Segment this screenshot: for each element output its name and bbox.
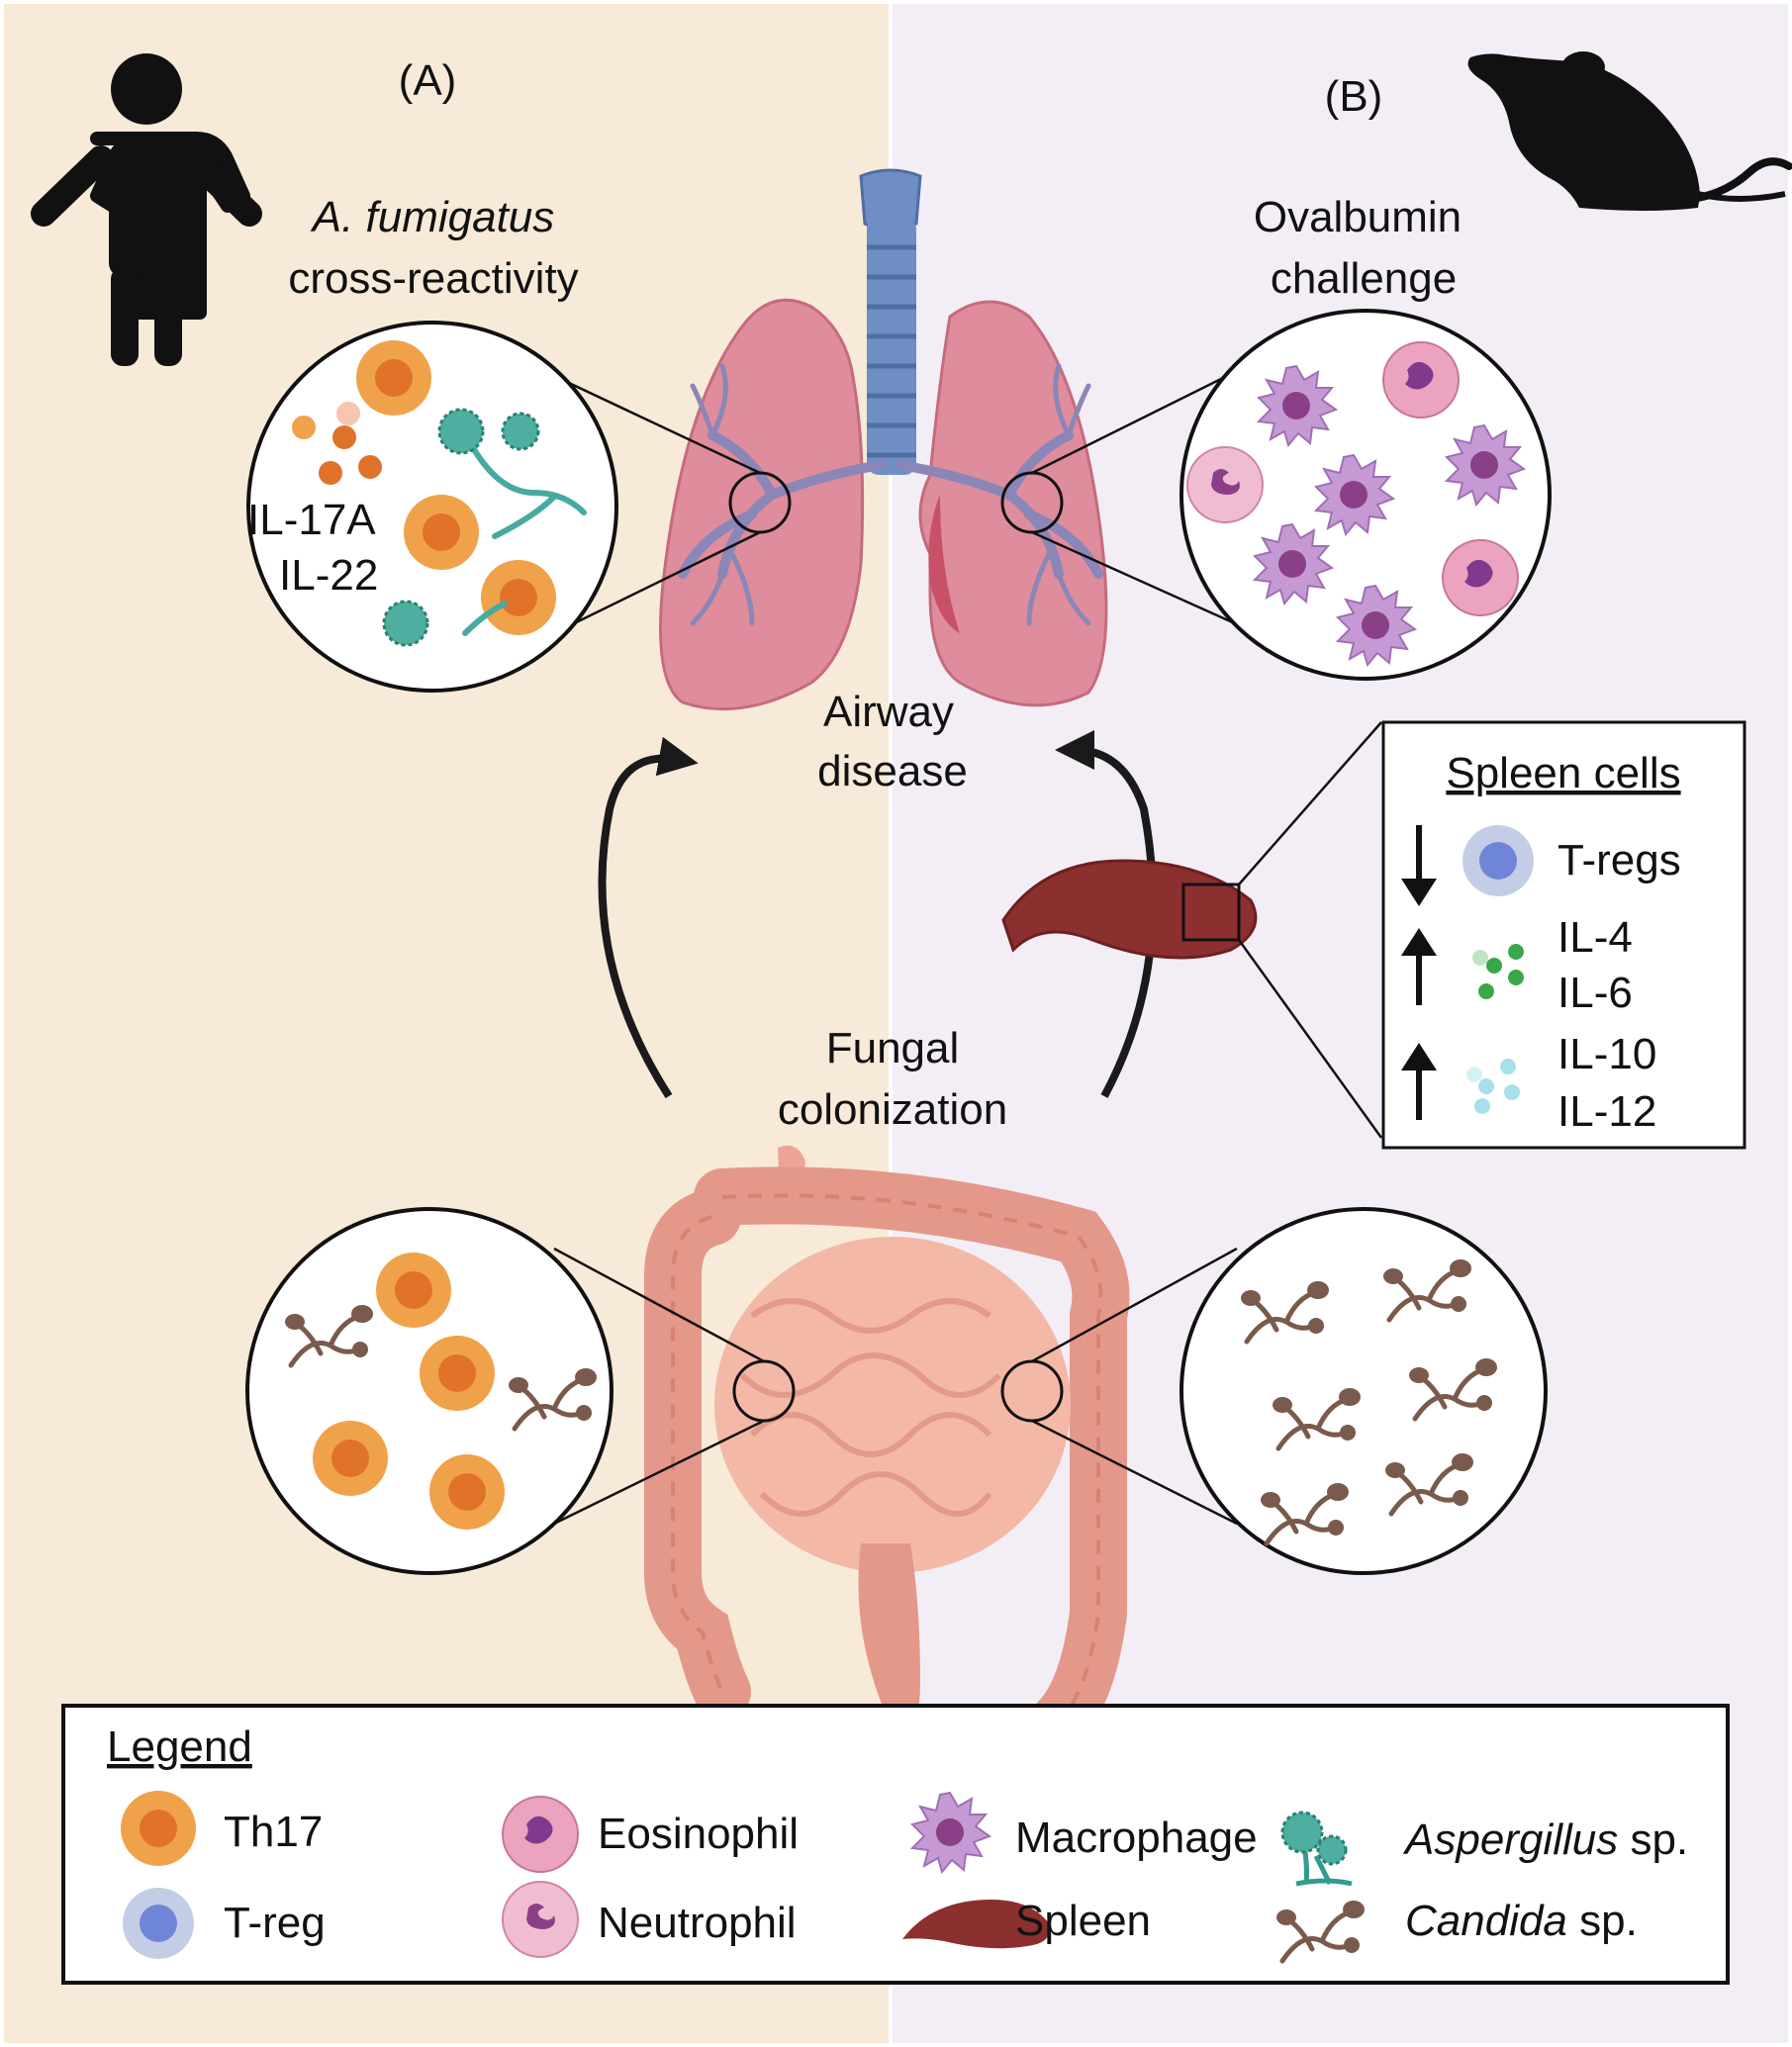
arrow-right-gut-to-lung	[1055, 730, 1157, 1098]
legend-box: Legend Th17 T-reg Eosinophil Neutrophil …	[61, 1704, 1730, 1985]
arrow-down-icon	[1401, 825, 1437, 906]
fungal-label-line1: Fungal	[826, 1024, 960, 1072]
lungs-illustration	[659, 168, 1108, 711]
legend-title: Legend	[107, 1722, 252, 1771]
spleen-callout-lines	[1237, 721, 1383, 1139]
spleen-row-il10: IL-10	[1557, 1030, 1656, 1078]
legend-label-treg: T-reg	[224, 1899, 326, 1947]
panel-a-title-rest: cross-reactivity	[288, 254, 578, 303]
mouse-icon	[1467, 51, 1792, 212]
arrow-left-gut-to-lung	[598, 736, 699, 1099]
aspergillus-hyphae	[382, 408, 587, 647]
cytokine-label-il22: IL-22	[279, 551, 378, 600]
eosinophil-icon	[502, 1796, 579, 1873]
cytokine-label-il17a: IL-17A	[247, 496, 376, 544]
arrow-up-icon	[1401, 1043, 1437, 1120]
mouse-lung-inset	[1179, 309, 1552, 681]
fungal-label-line2: colonization	[778, 1085, 1007, 1134]
legend-label-macrophage: Macrophage	[1015, 1814, 1258, 1862]
il4-il6-dots	[1472, 944, 1524, 999]
human-icon	[31, 53, 262, 366]
spleen-row-treg: T-regs	[1557, 836, 1681, 884]
gut-callout-lines	[553, 1247, 1238, 1526]
arrow-up-icon	[1401, 928, 1437, 1005]
spleen-row-il4: IL-4	[1557, 913, 1633, 962]
airway-label-line2: disease	[817, 747, 968, 795]
treg-cell-icon	[123, 1888, 194, 1959]
intestine-illustration	[644, 1145, 1130, 1766]
panel-a-label: (A)	[399, 56, 457, 105]
th17-cell-icon	[121, 1791, 196, 1866]
il10-il12-dots	[1466, 1059, 1520, 1114]
spleen-cells-box: Spleen cells T-regs IL-4 IL-6	[1381, 720, 1746, 1150]
human-gut-inset	[245, 1207, 613, 1575]
spleen-row-il12: IL-12	[1557, 1087, 1656, 1136]
human-lung-inset: IL-17A IL-22	[246, 321, 618, 693]
legend-label-neutrophil: Neutrophil	[598, 1899, 797, 1947]
spleen-zoom-marker	[1181, 883, 1241, 942]
mouse-gut-inset	[1179, 1207, 1548, 1575]
panel-b-title-line1: Ovalbumin	[1254, 193, 1462, 241]
neutrophil-icon	[502, 1881, 579, 1958]
spleen-illustration	[1001, 859, 1258, 960]
airway-label-line1: Airway	[823, 688, 954, 736]
treg-cell-icon	[1462, 825, 1534, 896]
spleen-box-title: Spleen cells	[1446, 749, 1680, 797]
panel-a-title-species: A. fumigatus	[310, 193, 555, 241]
spleen-icon	[902, 1900, 1050, 1949]
lung-callout-lines	[553, 374, 1258, 635]
legend-label-candida: Candida sp.	[1405, 1897, 1638, 1945]
spleen-row-il6: IL-6	[1557, 969, 1633, 1017]
panel-b-label: (B)	[1325, 72, 1383, 121]
panel-b-title-line2: challenge	[1271, 254, 1457, 303]
cytokine-dots	[292, 402, 382, 485]
legend-label-eosinophil: Eosinophil	[598, 1810, 799, 1858]
aspergillus-icon	[1280, 1811, 1353, 1887]
legend-label-th17: Th17	[224, 1808, 323, 1856]
legend-label-spleen: Spleen	[1015, 1897, 1151, 1945]
legend-label-aspergillus: Aspergillus sp.	[1402, 1815, 1688, 1864]
